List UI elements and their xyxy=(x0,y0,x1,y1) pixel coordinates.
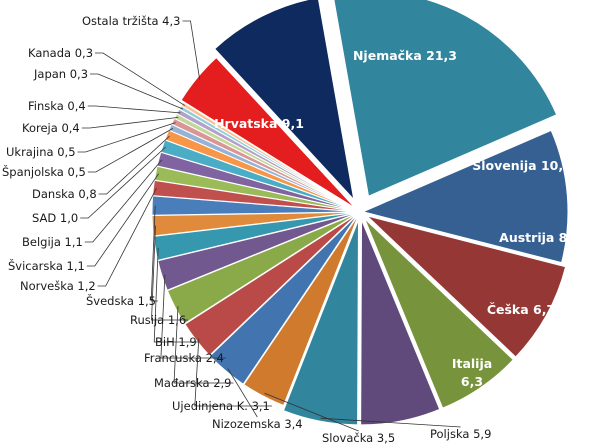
leader-line-bih-1-9 xyxy=(153,247,199,343)
slice-ceska-6-7 xyxy=(364,218,514,409)
slice-label-ostala-trzista-4-3: Ostala tržišta 4,3 xyxy=(82,14,180,28)
slice-label-ukrajina-0-5: Ukrajina 0,5 xyxy=(6,145,76,159)
slice-label-koreja-0-4: Koreja 0,4 xyxy=(22,121,80,135)
leader-line-ujedinjena-k-3-1 xyxy=(194,338,272,407)
leader-line-koreja-0-4 xyxy=(81,117,179,129)
leader-line-finska-0-4 xyxy=(87,105,181,114)
slice-label-slovacka-3-5: Slovačka 3,5 xyxy=(322,431,395,444)
slice-label-slovenija-10-5: Slovenija 10,5 xyxy=(472,158,572,173)
slice-label-danska-0-8: Danska 0,8 xyxy=(32,187,97,201)
slice-label-njemacka-21-3: Njemačka 21,3 xyxy=(353,48,457,63)
slice-label-ceska-6-7: Češka 6,7 xyxy=(487,302,555,317)
leader-line-japan-0-3 xyxy=(90,73,184,110)
leader-line-spanjolska-0-5 xyxy=(87,128,174,173)
slice-label-nizozemska-3-4: Nizozemska 3,4 xyxy=(212,417,303,431)
pie-slices xyxy=(151,0,569,426)
slice-label-sad-1-0: SAD 1,0 xyxy=(32,211,78,225)
leader-line-svedska-1-5 xyxy=(150,205,158,302)
slice-label-italija-6-3-1: Italija xyxy=(452,356,492,371)
leader-line-rusija-1-6 xyxy=(151,225,189,321)
leader-line-danska-0-8 xyxy=(98,135,170,195)
slice-label-austrija-8-1: Austrija 8,1 xyxy=(499,230,581,245)
leader-line-kanada-0-3 xyxy=(95,52,186,106)
slice-italija-6-3 xyxy=(360,219,441,426)
slice-label-svicarska-1-1: Švicarska 1,1 xyxy=(8,258,85,273)
slice-njemacka-21-3 xyxy=(333,0,558,197)
slice-label-spanjolska-0-5: Španjolska 0,5 xyxy=(2,164,86,179)
slice-label-belgija-1-1: Belgija 1,1 xyxy=(22,235,83,249)
leader-line-belgija-1-1 xyxy=(84,159,163,243)
slice-label-ujedinjena-k-3-1: Ujedinjena K. 3,1 xyxy=(172,399,270,413)
slice-hrvatska-9-1 xyxy=(213,0,355,202)
slice-poljska-5-9 xyxy=(282,219,359,426)
slice-label-poljska-5-9: Poljska 5,9 xyxy=(430,427,491,441)
slice-label-finska-0-4: Finska 0,4 xyxy=(28,99,86,113)
slice-ujedinjena-k-3-1 xyxy=(184,213,358,357)
slice-label-rusija-1-6: Rusija 1,6 xyxy=(130,313,186,327)
slice-madarska-2-9 xyxy=(166,212,358,325)
leader-line-slovacka-3-5 xyxy=(264,392,359,432)
slice-label-kanada-0-3: Kanada 0,3 xyxy=(28,46,93,60)
leader-line-norveska-1-2 xyxy=(97,188,157,287)
slice-label-bih-1-9: BiH 1,9 xyxy=(155,335,197,349)
leader-lines xyxy=(77,20,461,432)
slice-label-madarska-2-9: Mađarska 2,9 xyxy=(154,376,232,390)
leader-line-ostala-trzista-4-3 xyxy=(182,20,201,80)
slice-nizozemska-3-4 xyxy=(209,213,359,385)
slice-slovenija-10-5 xyxy=(361,129,569,264)
slice-austrija-8-1 xyxy=(365,214,567,358)
leader-line-nizozemska-3-4 xyxy=(227,368,258,418)
slice-label-hrvatska-9-1: Hrvatska 9,1 xyxy=(214,116,304,131)
leader-line-ukrajina-0-5 xyxy=(77,122,176,153)
slice-label-italija-6-3-2: 6,3 xyxy=(461,374,483,389)
slice-label-japan-0-3: Japan 0,3 xyxy=(33,67,88,81)
slice-label-svedska-1-5: Švedska 1,5 xyxy=(86,293,156,308)
leader-line-sad-1-0 xyxy=(80,146,166,219)
slice-slovacka-3-5 xyxy=(243,214,360,407)
slice-ostala-trzista-4-3 xyxy=(180,56,356,209)
slice-label-norveska-1-2: Norveška 1,2 xyxy=(20,279,96,293)
leader-line-madarska-2-9 xyxy=(173,306,234,384)
leader-line-poljska-5-9 xyxy=(320,417,461,428)
leader-line-svicarska-1-1 xyxy=(86,173,160,267)
leader-line-francuska-2-4 xyxy=(160,274,226,359)
slice-label-francuska-2-4: Francuska 2,4 xyxy=(144,351,224,365)
